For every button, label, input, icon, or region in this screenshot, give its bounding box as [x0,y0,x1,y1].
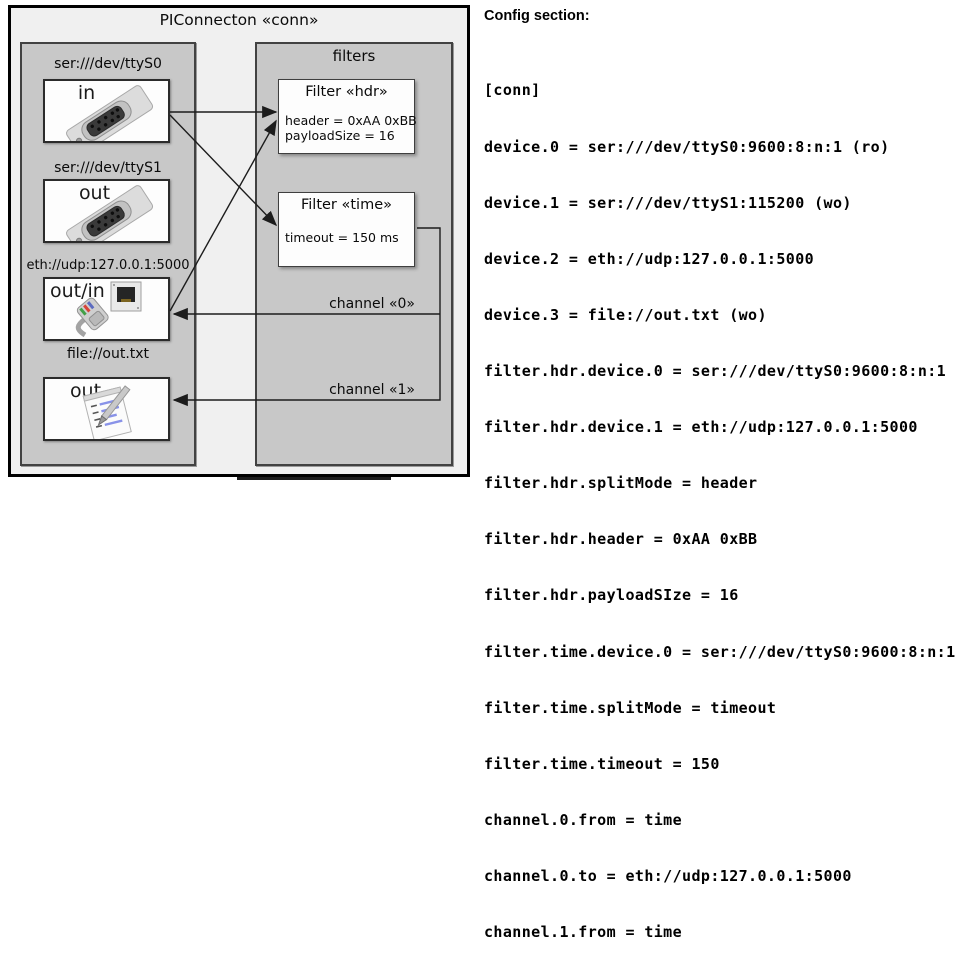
device-url-label: eth://udp:127.0.0.1:5000 [26,258,190,273]
config-line: filter.hdr.device.1 = eth://udp:127.0.0.… [484,418,918,437]
config-line: filter.hdr.header = 0xAA 0xBB [484,530,758,549]
port-direction-label: out [78,182,111,204]
port-direction-label: out/in [50,280,105,302]
filter-property: payloadSize = 16 [285,128,395,143]
channel-1-label: channel «1» [329,382,415,398]
config-line: filter.time.device.0 = ser:///dev/ttyS0:… [484,642,956,661]
config-line: filter.hdr.device.0 = ser:///dev/ttyS0:9… [484,361,947,380]
filter-time-box: Filter «time» timeout = 150 ms [278,192,415,267]
device-box-ttyS1: out [43,179,170,243]
config-line: channel.0.to = eth://udp:127.0.0.1:5000 [484,866,852,885]
filter-title: Filter «hdr» [305,84,388,100]
device-box-file: out [43,377,170,441]
piconnecton-component-box: PIConnecton «conn» ser:///dev/ttyS0 in [8,5,470,477]
device-box-ttyS0: in [43,79,170,143]
filter-title: Filter «time» [300,197,393,213]
filter-hdr-box: Filter «hdr» header = 0xAA 0xBB payloadS… [278,79,417,154]
config-text: [conn] device.0 = ser:///dev/ttyS0:9600:… [484,44,956,968]
bottom-edge-bar [237,477,391,480]
config-line: device.0 = ser:///dev/ttyS0:9600:8:n:1 (… [484,137,890,156]
filter-property: header = 0xAA 0xBB [285,113,417,128]
config-line: filter.time.splitMode = timeout [484,698,777,717]
filters-panel: filters Filter «hdr» header = 0xAA 0xBB … [255,42,453,466]
port-direction-label: in [77,82,96,104]
filters-panel-title: filters [332,47,376,65]
config-line: channel.1.from = time [484,923,683,942]
config-section: Config section: [conn] device.0 = ser://… [484,8,962,941]
config-line: device.1 = ser:///dev/ttyS1:115200 (wo) [484,193,852,212]
device-url-label: ser:///dev/ttyS1 [54,160,162,176]
device-url-label: file://out.txt [66,346,150,362]
config-line: [conn] [484,81,541,100]
devices-panel: ser:///dev/ttyS0 in ser:///dev/ttyS1 [20,42,196,466]
config-line: device.2 = eth://udp:127.0.0.1:5000 [484,249,815,268]
config-line: channel.0.from = time [484,810,683,829]
device-url-label: ser:///dev/ttyS0 [54,56,162,72]
device-box-eth: out/in [43,277,170,341]
config-line: filter.time.timeout = 150 [484,754,720,773]
component-title: PIConnecton «conn» [159,11,319,29]
config-line: filter.hdr.payloadSIze = 16 [484,586,739,605]
config-heading: Config section: [484,8,590,24]
filter-property: timeout = 150 ms [285,230,399,245]
config-line: device.3 = file://out.txt (wo) [484,305,767,324]
channel-0-label: channel «0» [329,296,415,312]
